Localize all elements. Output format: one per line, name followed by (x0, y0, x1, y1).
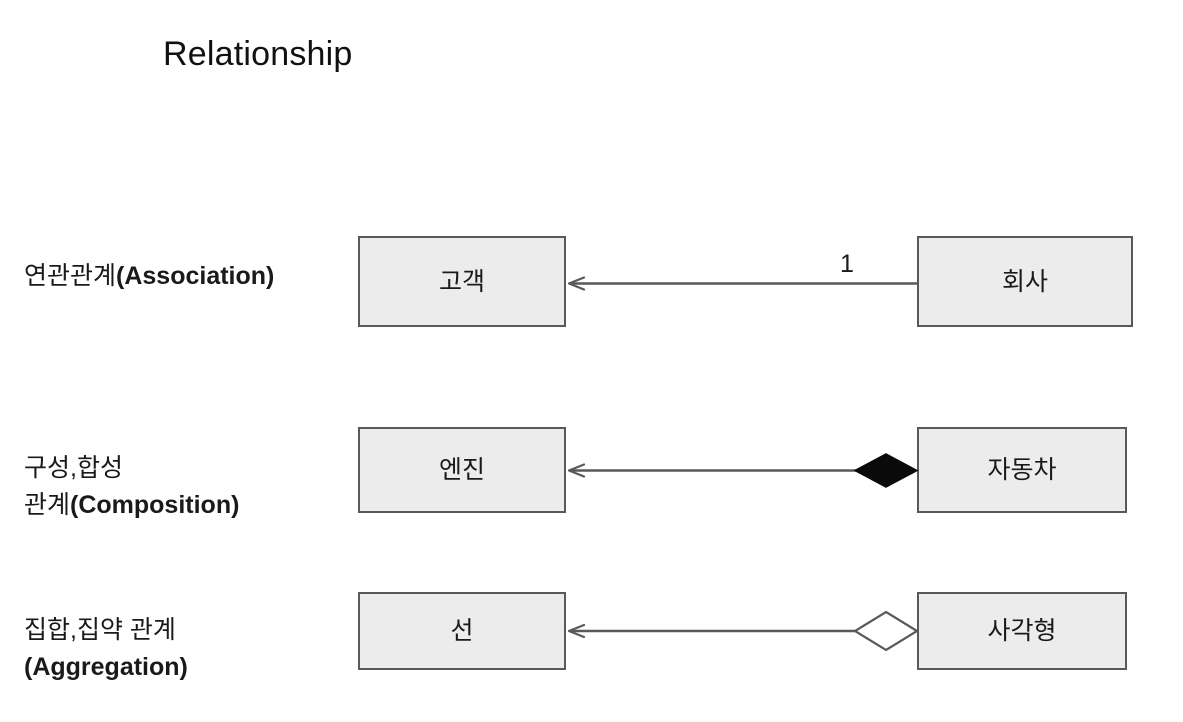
uml-class-box-rectangle[interactable]: 사각형 (917, 592, 1127, 670)
row-label-association-ko: 연관관계 (24, 262, 117, 290)
row-label-composition-ko-line1: 구성,합성 (24, 454, 123, 482)
row-label-association: 연관관계(Association) (24, 258, 274, 295)
row-label-aggregation-en: (Aggregation) (24, 653, 188, 681)
connector-aggregation[interactable] (567, 610, 920, 652)
hollow-diamond-icon (852, 610, 920, 652)
multiplicity-label-association: 1 (840, 250, 854, 278)
uml-class-box-engine[interactable]: 엔진 (358, 427, 566, 513)
row-label-association-en: (Association) (116, 262, 275, 290)
row-label-aggregation-ko: 집합,집약 관계 (24, 616, 176, 644)
uml-class-box-company[interactable]: 회사 (917, 236, 1133, 327)
row-label-composition-ko-line2: 관계 (24, 491, 71, 519)
row-label-aggregation: 집합,집약 관계 (Aggregation) (24, 612, 188, 686)
aggregation-open-arrowhead-icon (567, 623, 586, 639)
uml-class-box-rectangle-label: 사각형 (987, 617, 1057, 645)
uml-class-box-customer[interactable]: 고객 (358, 236, 566, 327)
connector-composition[interactable] (567, 453, 919, 488)
page-title: Relationship (163, 35, 353, 73)
filled-diamond-icon (853, 453, 919, 488)
uml-class-box-customer-label: 고객 (438, 267, 485, 296)
uml-class-box-line[interactable]: 선 (358, 592, 566, 670)
association-open-arrowhead-icon (567, 276, 586, 291)
row-label-composition-en: (Composition) (70, 491, 240, 519)
composition-open-arrowhead-icon (567, 463, 586, 478)
uml-class-box-engine-label: 엔진 (438, 456, 485, 484)
uml-class-box-line-label: 선 (450, 617, 474, 645)
uml-class-box-company-label: 회사 (1001, 267, 1048, 296)
uml-class-box-car-label: 자동차 (987, 456, 1057, 484)
connector-association[interactable] (567, 276, 917, 291)
uml-class-box-car[interactable]: 자동차 (917, 427, 1127, 513)
